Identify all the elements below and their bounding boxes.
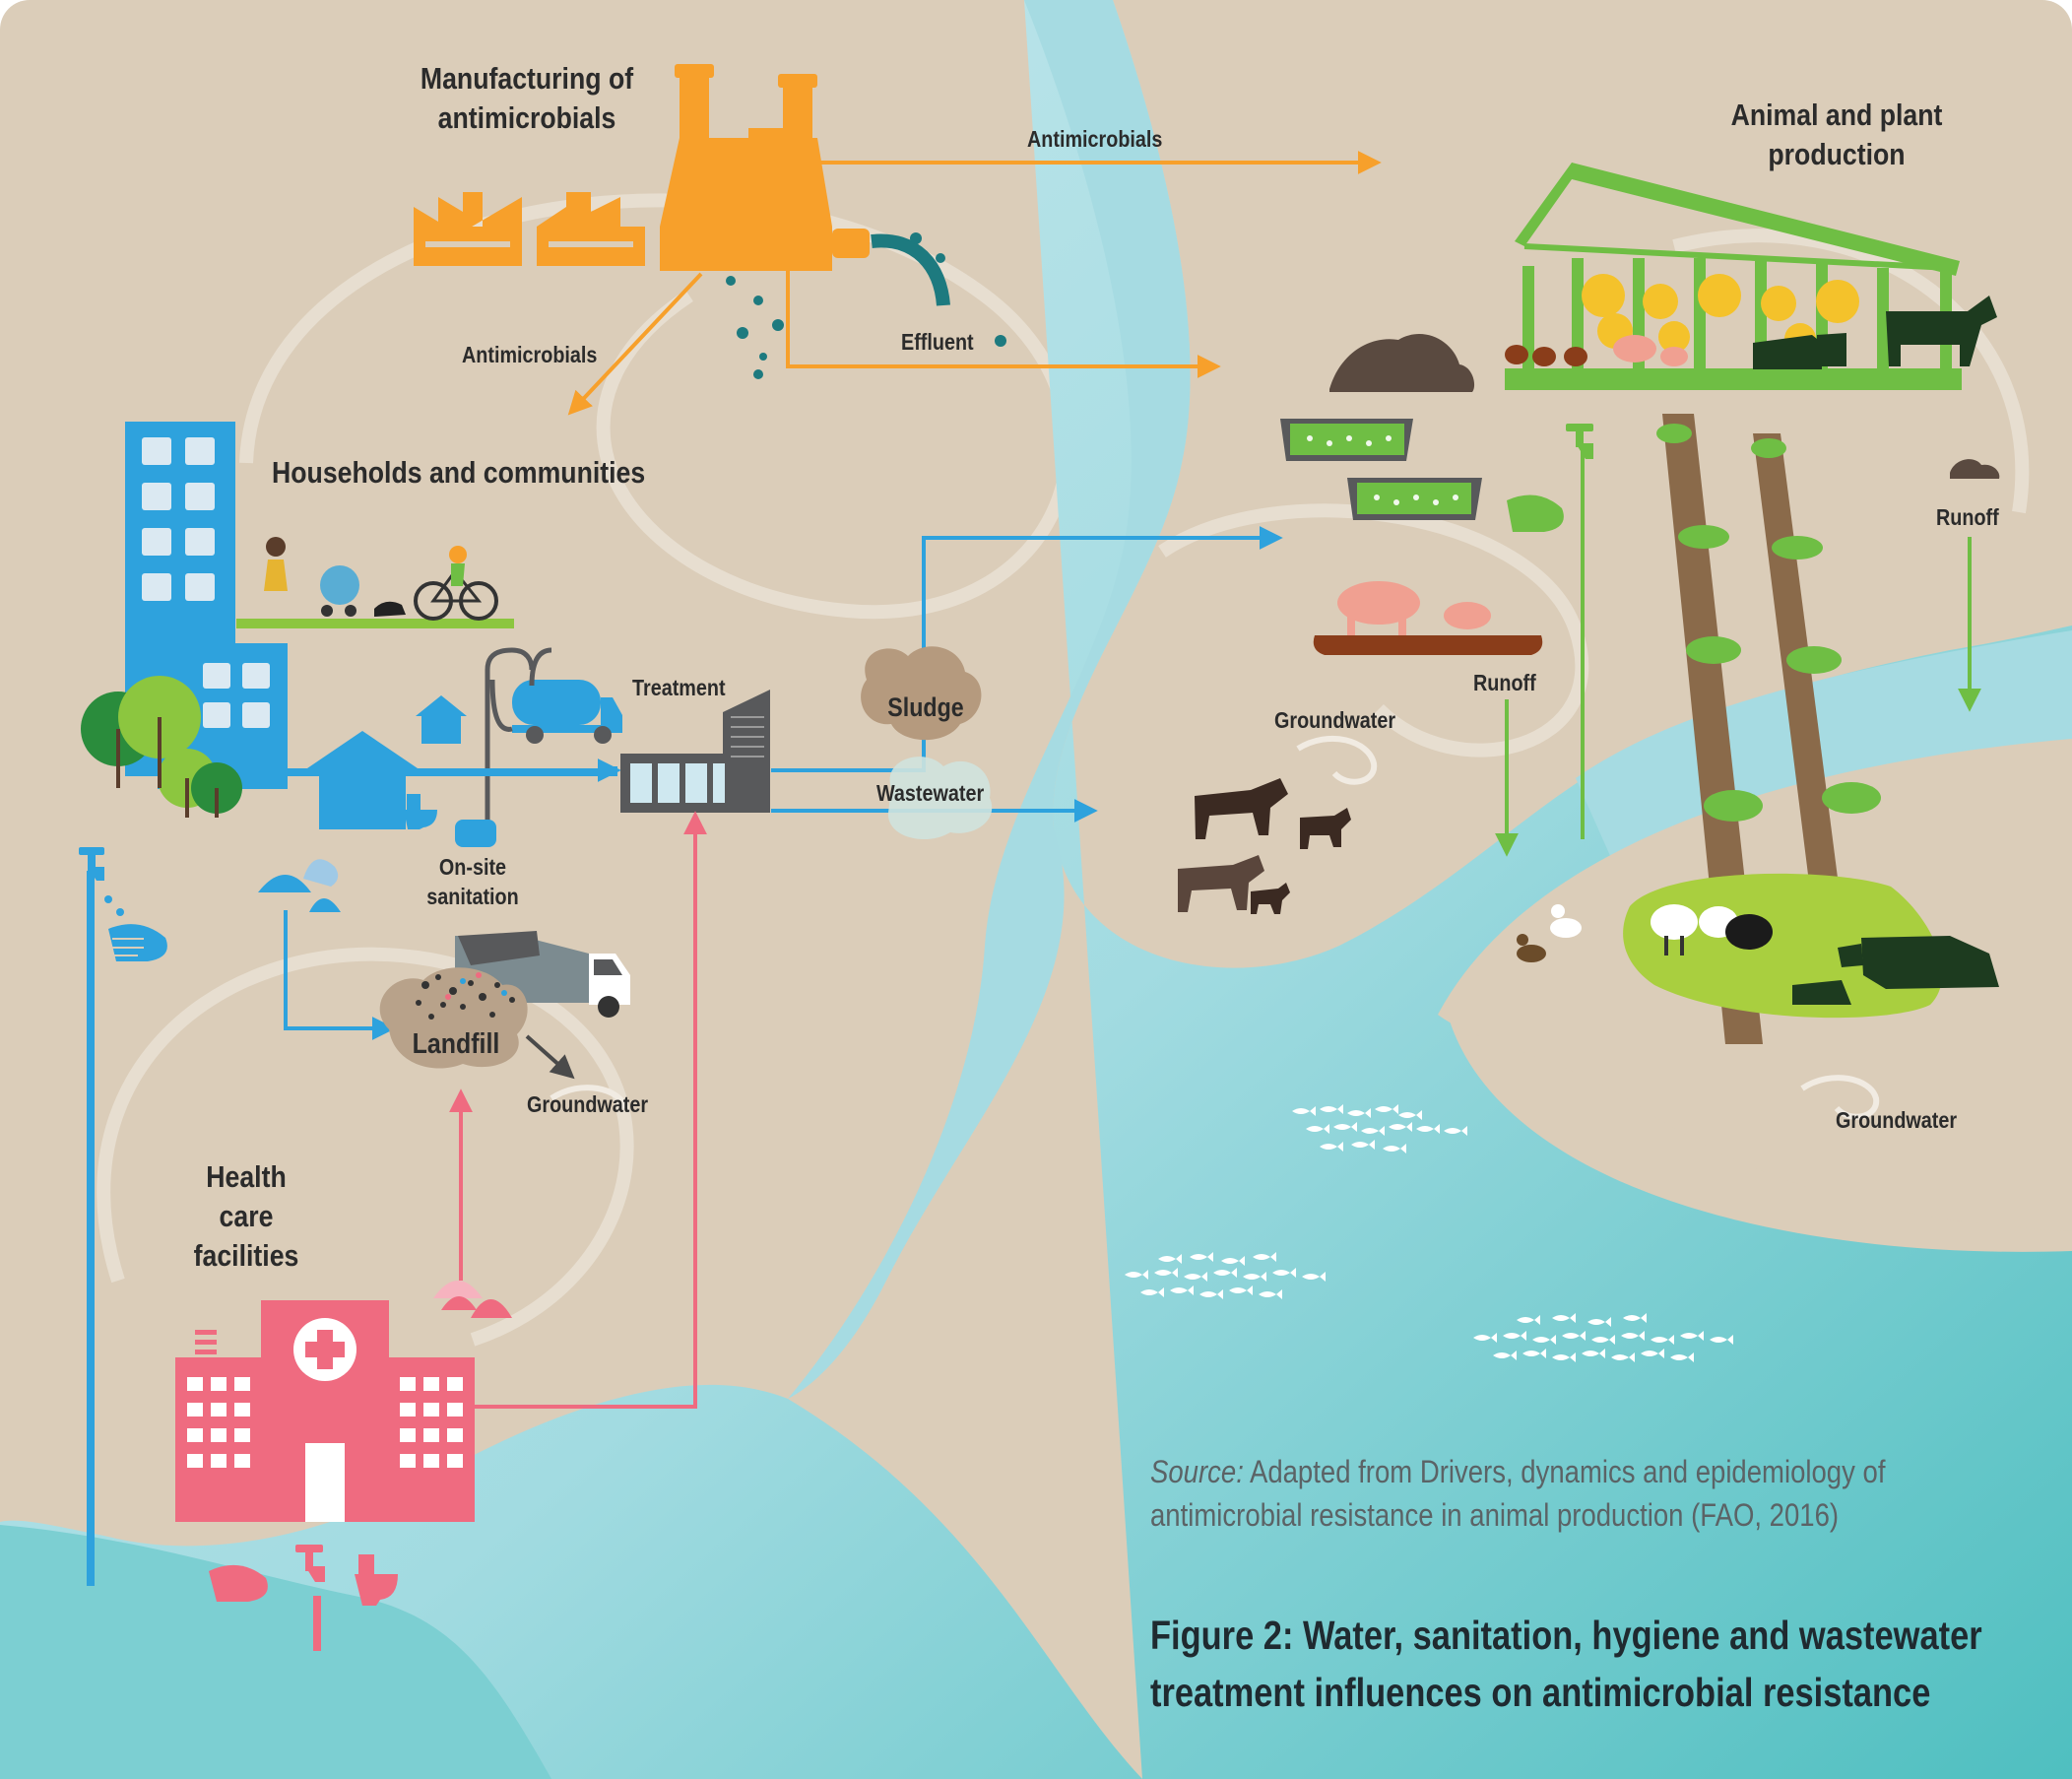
source-text-line2: antimicrobial resistance in animal produ…	[1150, 1497, 1840, 1533]
farm-flow-arrows	[1495, 451, 1981, 857]
health-title: Health care facilities	[178, 1157, 314, 1276]
chicken-icon	[1505, 345, 1587, 366]
landfill-label: Landfill	[412, 1028, 500, 1060]
landfill-mound	[379, 967, 528, 1069]
animal-title-line1: Animal and plant	[1730, 98, 1943, 132]
effluent-spill-icon	[726, 232, 1006, 379]
greenhouse-icon	[1505, 163, 1962, 390]
resting-cow-icon	[1792, 936, 1999, 1005]
antimicrobials-flow-label-down: Antimicrobials	[462, 342, 598, 367]
manufacturing-title-line1: Manufacturing of	[420, 61, 634, 96]
effluent-label: Effluent	[901, 329, 974, 355]
pig-icon	[1613, 335, 1688, 366]
tanker-truck-icon	[489, 647, 622, 744]
tap-icon	[79, 847, 124, 916]
health-title-line3: facilities	[193, 1238, 299, 1273]
sludge-cloud	[861, 646, 982, 741]
manufacturing-title: Manufacturing of antimicrobials	[400, 59, 654, 138]
pig-mud-icon	[1313, 581, 1543, 655]
animal-title: Animal and plant production	[1710, 96, 1964, 174]
treatment-label: Treatment	[632, 675, 726, 700]
septic-tank-icon	[455, 647, 535, 847]
onsite-sanitation-label: On-site sanitation	[421, 852, 523, 911]
people-walking-icon	[264, 537, 498, 621]
source-text-line1: Adapted from Drivers, dynamics and epide…	[1249, 1454, 1886, 1489]
waste-bag-icon	[258, 859, 341, 912]
park-grass	[236, 619, 514, 628]
pasture-icon	[1623, 873, 1943, 1019]
handwash-icon	[108, 924, 167, 961]
manure-pile-icon	[1329, 334, 2000, 479]
sheep-icon	[1651, 904, 1773, 955]
medical-waste-bag-icon	[433, 1281, 512, 1318]
health-flow-arrows	[449, 811, 707, 1409]
house-icon	[307, 695, 467, 829]
toilet-icon	[404, 794, 437, 829]
manufacturing-flow-arrows	[567, 151, 1382, 416]
landfill-groundwater-arrow	[525, 1034, 575, 1080]
hospital-hygiene-icons	[209, 1545, 398, 1651]
treatment-plant-icon	[620, 690, 770, 813]
runoff-label-center: Runoff	[1473, 670, 1536, 695]
health-title-line2: care	[219, 1199, 274, 1233]
wastewater-cloud	[887, 757, 993, 840]
household-flow-arrows	[236, 526, 1283, 1040]
wastewater-label: Wastewater	[876, 780, 985, 806]
source-note: Source: Adapted from Drivers, dynamics a…	[1150, 1450, 1885, 1537]
figure-caption-line1: Figure 2: Water, sanitation, hygiene and…	[1150, 1613, 1982, 1658]
groundwater-label-landfill: Groundwater	[527, 1091, 649, 1117]
sludge-label: Sludge	[887, 692, 964, 722]
households-title: Households and communities	[272, 455, 646, 490]
groundwater-label-farm: Groundwater	[1274, 707, 1396, 733]
health-title-line1: Health	[206, 1159, 287, 1194]
tree-icon	[81, 676, 242, 818]
groundwater-label-field: Groundwater	[1836, 1107, 1958, 1133]
onsite-line1: On-site	[438, 854, 507, 880]
antimicrobials-flow-label-right: Antimicrobials	[1027, 126, 1163, 152]
source-prefix: Source:	[1150, 1454, 1244, 1489]
figure-caption: Figure 2: Water, sanitation, hygiene and…	[1150, 1607, 1982, 1721]
groundwater-swirl	[550, 735, 1880, 1120]
onsite-line2: sanitation	[426, 884, 519, 909]
source-line1: Source: Adapted from Drivers, dynamics a…	[1150, 1450, 1885, 1493]
animal-title-line2: production	[1768, 137, 1906, 171]
manufacturing-title-line2: antimicrobials	[437, 100, 616, 135]
fish-pond-icon	[1280, 419, 1482, 520]
duck-icon	[1517, 904, 1582, 962]
figure-caption-line2: treatment influences on antimicrobial re…	[1150, 1670, 1931, 1715]
goat-icon	[1178, 778, 1351, 914]
farm-tap-icon	[1507, 424, 1593, 532]
runoff-label-right: Runoff	[1936, 504, 1999, 530]
cow-icon	[1753, 296, 1997, 369]
